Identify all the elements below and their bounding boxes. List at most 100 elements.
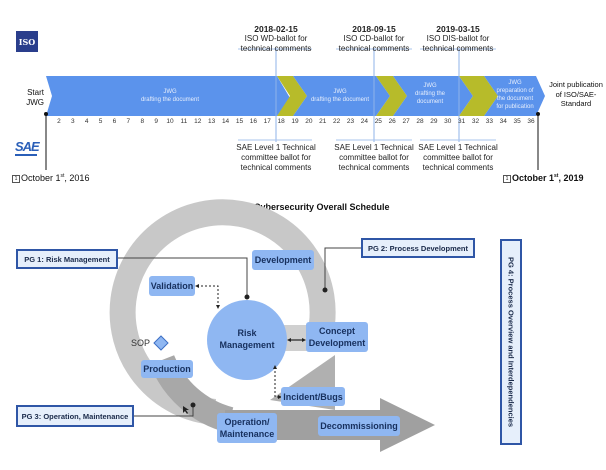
month-tick: 25	[374, 118, 382, 125]
phase-bar-2	[293, 76, 390, 116]
timeline-bar	[44, 48, 545, 170]
phase-title: JWG	[508, 80, 522, 86]
phase-line: drafting the	[414, 91, 446, 97]
arrowhead-up	[273, 365, 277, 369]
month-tick: 12	[194, 118, 202, 125]
end-publication-label: Joint publication of ISO/SAE- Standard	[546, 80, 606, 109]
month-tick: 21	[319, 118, 327, 125]
sae-line: SAE Level 1 Technical	[236, 143, 316, 152]
month-tick: 13	[208, 118, 216, 125]
sop-label: SOP	[131, 338, 151, 348]
phase-label-2: JWG drafting the document	[300, 88, 380, 104]
sop-diamond-icon	[153, 335, 169, 351]
phase-title: JWG	[333, 89, 347, 95]
month-tick: 35	[513, 118, 521, 125]
milestone-1: 2018-02-15 ISO WD-ballot for technical c…	[236, 24, 316, 54]
sae-logo-text: SAE	[15, 139, 40, 154]
arrowhead-right	[302, 338, 306, 342]
phase-line: preparation of	[496, 88, 534, 94]
iso-logo: ISO	[16, 31, 38, 52]
month-tick: 3	[71, 118, 75, 125]
milestone-line: technical comments	[338, 44, 410, 53]
month-tick: 8	[140, 118, 145, 125]
pg3-connector	[133, 405, 194, 417]
phase-line: the document	[496, 96, 534, 102]
phase-line: for publication	[496, 104, 534, 110]
month-tick: 31	[458, 118, 466, 125]
node-validation: Validation	[149, 276, 195, 296]
gate-2	[376, 76, 407, 116]
month-tick: 24	[360, 118, 369, 125]
node-line: Risk	[237, 328, 257, 338]
sae-line: technical comments	[240, 163, 312, 172]
end-label-line: Joint publication	[549, 80, 603, 89]
milestone-2: 2018-09-15 ISO CD-ballot for technical c…	[334, 24, 414, 54]
node-incident-bugs: Incident/Bugs	[281, 387, 345, 406]
pg1-connector-dot	[244, 294, 250, 300]
end-date-year: , 2019	[558, 173, 584, 183]
end-date-sup: st	[554, 173, 559, 179]
iso-logo-text: ISO	[18, 36, 36, 47]
phase-bar-1	[46, 76, 290, 116]
sae-line: committee ballot for	[339, 153, 409, 162]
month-tick: 10	[166, 118, 174, 125]
phase-line: drafting the document	[140, 97, 200, 103]
node-line: Development	[308, 338, 366, 348]
cursor-icon	[183, 406, 189, 414]
sae-line: committee ballot for	[423, 153, 493, 162]
month-tick: 4	[84, 118, 89, 125]
node-production: Production	[141, 360, 193, 378]
figure-caption: Figure 2 Cybersecurity Overall Schedule	[216, 202, 390, 212]
phase-bar-4	[484, 76, 545, 116]
start-marker-dot	[44, 112, 48, 116]
month-tick: 28	[416, 118, 424, 125]
phase-title: JWG	[423, 83, 437, 89]
end-label-line: Standard	[560, 99, 592, 108]
node-line: Management	[219, 340, 275, 350]
calendar-icon: 1	[503, 175, 511, 183]
node-decommissioning: Decommissioning	[318, 416, 400, 436]
pg1-connector	[118, 257, 248, 297]
pg1-box: PG 1: Risk Management	[16, 249, 118, 269]
start-label-line: JWG	[26, 98, 44, 107]
gate-1	[277, 76, 307, 116]
month-tick: 23	[346, 118, 355, 125]
month-tick: 2	[57, 118, 61, 125]
risk-incident-link	[274, 367, 280, 398]
month-tick: 26	[388, 118, 396, 125]
milestone-line: ISO WD-ballot for	[244, 34, 308, 43]
start-date-sup: st	[60, 173, 65, 179]
end-marker-dot	[536, 112, 540, 116]
sae-line: technical comments	[338, 163, 410, 172]
arrowhead-down	[216, 305, 220, 309]
start-date-text: October 1	[21, 173, 61, 183]
sae-line: SAE Level 1 Technical	[334, 143, 414, 152]
sae-ballot-2: SAE Level 1 Technical committee ballot f…	[332, 143, 416, 173]
month-tick: 6	[112, 118, 117, 125]
sae-line: SAE Level 1 Technical	[418, 143, 498, 152]
start-date-year: , 2016	[64, 173, 90, 183]
month-tick: 22	[333, 118, 341, 125]
pg2-box: PG 2: Process Development	[361, 238, 475, 258]
phase-label-3: JWG drafting the document	[400, 82, 460, 106]
milestone-line: ISO DIS-ballot for	[426, 34, 490, 43]
pg4-box: PG 4: Process Overview and Interdependen…	[500, 239, 522, 445]
pg4-label: PG 4: Process Overview and Interdependen…	[506, 256, 516, 428]
sae-line: technical comments	[422, 163, 494, 172]
milestone-3: 2019-03-15 ISO DIS-ballot for technical …	[418, 24, 498, 54]
month-tick: 20	[305, 118, 313, 125]
month-tick: 9	[154, 118, 158, 125]
month-tick: 17	[263, 118, 271, 125]
phase-line: document	[416, 99, 444, 105]
node-concept-development: Concept Development	[306, 322, 368, 352]
pg3-connector-dot	[190, 402, 196, 408]
phase-label-1: JWG drafting the document	[110, 88, 230, 104]
month-tick: 36	[527, 118, 535, 125]
sae-ballot-3: SAE Level 1 Technical committee ballot f…	[416, 143, 500, 173]
month-tick: 34	[499, 118, 507, 125]
node-operation-maintenance: Operation/ Maintenance	[217, 413, 277, 443]
month-tick: 19	[291, 118, 299, 125]
milestone-line: technical comments	[422, 44, 494, 53]
node-line: Concept	[319, 326, 355, 336]
